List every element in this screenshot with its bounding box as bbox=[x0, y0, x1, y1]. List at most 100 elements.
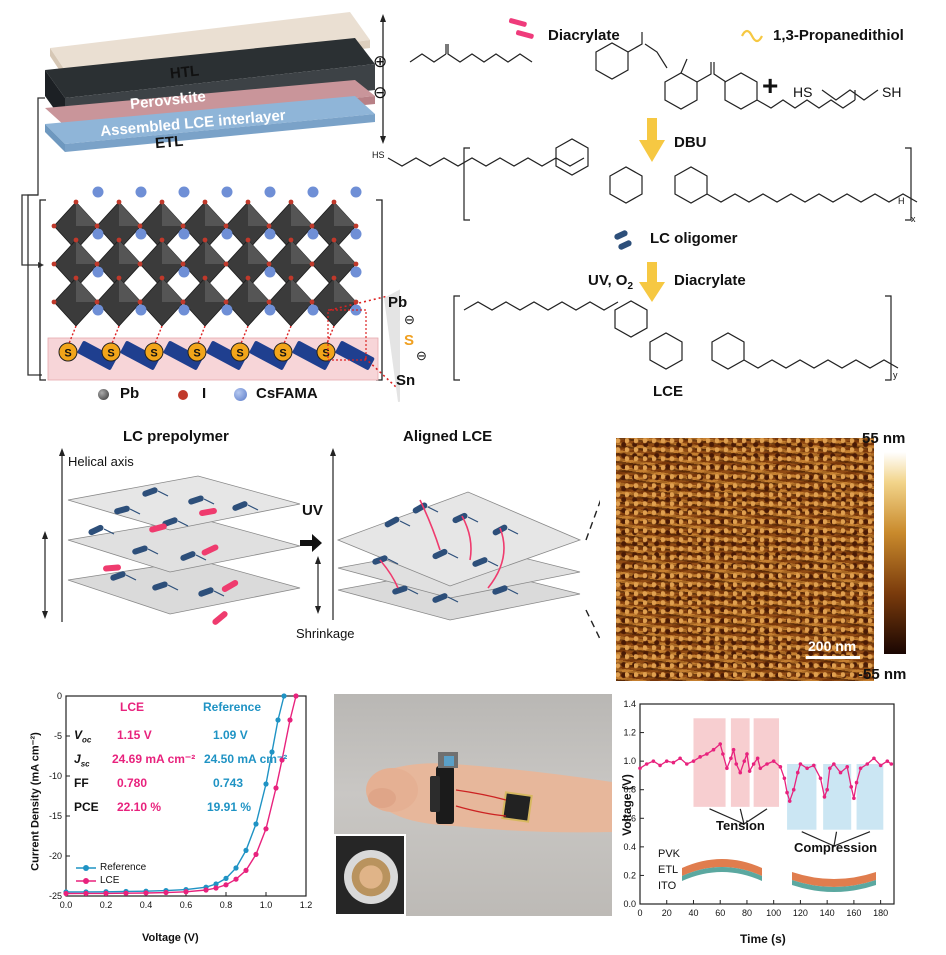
vt-point bbox=[818, 776, 823, 781]
jv-point bbox=[243, 867, 249, 873]
aligned-lce-label: Aligned LCE bbox=[403, 428, 493, 445]
jv-series-lce bbox=[65, 695, 297, 895]
jv-row-jsc: Jsc bbox=[74, 752, 90, 769]
compression-arrow bbox=[801, 831, 835, 847]
jv-legend-ref: Reference bbox=[100, 862, 147, 873]
vt-point bbox=[678, 756, 682, 761]
compression-label: Compression bbox=[794, 840, 878, 855]
jv-point bbox=[123, 890, 129, 896]
jv-point bbox=[263, 781, 269, 787]
vt-point bbox=[638, 766, 642, 771]
tension-region bbox=[693, 718, 726, 807]
csfama-dot-icon bbox=[234, 388, 247, 401]
vt-point bbox=[805, 766, 809, 771]
svg-text:S: S bbox=[150, 348, 157, 360]
htl-label: HTL bbox=[169, 62, 200, 83]
csfama-legend-label: CsFAMA bbox=[256, 385, 318, 402]
chem-structures-svg bbox=[387, 18, 918, 381]
vt-xtick-label: 180 bbox=[873, 908, 888, 918]
jv-xlabel: Voltage (V) bbox=[142, 932, 199, 944]
wearable-photo bbox=[334, 694, 612, 916]
vt-point bbox=[651, 759, 656, 763]
jv-ytick-label: -10 bbox=[49, 771, 62, 781]
afm-image bbox=[616, 438, 874, 681]
oligomer-h: H bbox=[898, 196, 905, 206]
vt-ylabel: Voltage (V) bbox=[619, 774, 634, 836]
afm-scalebar-label: 200 nm bbox=[808, 638, 857, 654]
jv-point bbox=[223, 882, 229, 888]
lce-y-sub: y bbox=[893, 370, 898, 380]
tension-device-pvk bbox=[682, 859, 762, 876]
vt-point bbox=[828, 766, 832, 771]
etl-layer bbox=[45, 96, 375, 144]
compression-region bbox=[787, 764, 817, 830]
jv-point bbox=[281, 693, 287, 699]
vt-xtick-label: 80 bbox=[742, 908, 752, 918]
vt-point bbox=[758, 766, 763, 771]
vt-point bbox=[811, 763, 816, 768]
vt-point bbox=[845, 765, 850, 769]
oligomer-x: x bbox=[911, 214, 916, 224]
middle-panel: LC prepolymer Aligned LCE Helical axis U… bbox=[0, 410, 946, 690]
compression-region bbox=[823, 764, 852, 830]
pb-legend-label: Pb bbox=[120, 385, 140, 402]
uv-arrow-icon bbox=[300, 534, 322, 552]
jv-ytick-label: -25 bbox=[49, 891, 62, 901]
vt-point bbox=[721, 752, 725, 756]
vt-point bbox=[849, 785, 854, 789]
bracket-line bbox=[27, 97, 45, 376]
alignment-schematic-svg bbox=[42, 448, 600, 641]
hs-label: HS bbox=[793, 84, 813, 100]
vt-ytick-label: 1.2 bbox=[623, 728, 636, 738]
jv-ytick-label: -15 bbox=[49, 811, 62, 821]
vt-point bbox=[885, 759, 890, 763]
vt-point bbox=[889, 762, 894, 766]
photo-arm-svg bbox=[366, 752, 612, 833]
pb-dot-icon bbox=[98, 389, 109, 400]
inset-charge-2: ⊖ bbox=[416, 348, 427, 363]
vt-point bbox=[765, 762, 769, 766]
inset-s: S bbox=[404, 332, 415, 349]
jv-pce-ref: 19.91 % bbox=[207, 800, 252, 814]
tension-device-etl bbox=[682, 867, 762, 881]
jv-legend-marker bbox=[83, 878, 89, 884]
svg-text:S: S bbox=[279, 348, 286, 360]
vt-ytick-label: 0.8 bbox=[623, 785, 636, 795]
vt-point bbox=[872, 756, 876, 761]
inset-pb: Pb bbox=[388, 294, 408, 311]
i-dot-icon bbox=[178, 390, 188, 400]
jv-jsc-lce: 24.69 mA cm⁻² bbox=[112, 752, 196, 766]
vt-point bbox=[795, 770, 800, 775]
jv-point bbox=[253, 851, 259, 857]
vt-point bbox=[755, 756, 760, 761]
lc-prepolymer-label: LC prepolymer bbox=[123, 428, 229, 445]
jv-point bbox=[203, 887, 209, 893]
i-legend-label: I bbox=[202, 385, 207, 402]
vt-point bbox=[771, 759, 776, 763]
vt-point bbox=[778, 765, 783, 769]
jv-point bbox=[143, 890, 149, 896]
jv-ytick-label: 0 bbox=[57, 691, 62, 701]
vt-point bbox=[838, 770, 843, 775]
jv-xtick-label: 0.2 bbox=[100, 900, 113, 910]
jv-pce-lce: 22.10 % bbox=[117, 800, 162, 814]
vt-xtick-label: 140 bbox=[820, 908, 835, 918]
jv-point bbox=[273, 785, 279, 791]
lce-label: LCE bbox=[653, 383, 683, 400]
tension-arrow bbox=[743, 808, 768, 825]
vt-point bbox=[878, 763, 883, 768]
photo-inset bbox=[334, 834, 406, 916]
svg-text:S: S bbox=[236, 348, 243, 360]
vt-point bbox=[729, 756, 733, 761]
jv-point bbox=[83, 890, 89, 897]
jv-row-voc: Voc bbox=[74, 728, 92, 745]
jv-point bbox=[233, 876, 239, 882]
vt-point bbox=[731, 747, 736, 752]
jv-point bbox=[263, 826, 269, 832]
inset-charge-1: ⊖ bbox=[404, 312, 415, 327]
tension-arrow bbox=[739, 808, 745, 825]
vt-point bbox=[691, 759, 696, 763]
